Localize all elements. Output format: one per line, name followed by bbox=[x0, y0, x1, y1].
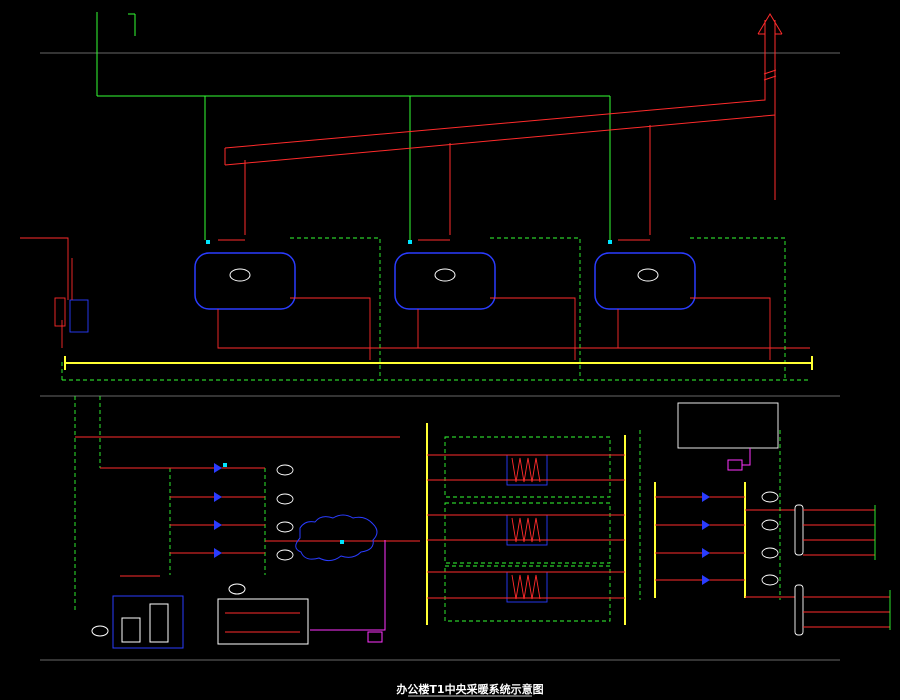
floor-lines bbox=[40, 52, 840, 661]
boiler-group bbox=[194, 252, 696, 310]
heat-exchanger-group bbox=[427, 436, 625, 622]
right-pump-bank bbox=[639, 402, 804, 636]
drawing-title: 办公楼T1中央采暖系统示意图 bbox=[396, 682, 543, 696]
vent-riser-left bbox=[96, 12, 611, 240]
distribution-branches bbox=[803, 505, 891, 630]
mid-headers bbox=[426, 423, 746, 625]
left-pump-bank bbox=[74, 396, 420, 610]
exchanger-1 bbox=[506, 454, 548, 486]
exchanger-2 bbox=[506, 514, 548, 546]
exchanger-3 bbox=[506, 571, 548, 603]
boiler-2 bbox=[394, 252, 496, 310]
boiler-1 bbox=[194, 252, 296, 310]
boiler-piping bbox=[61, 237, 810, 381]
makeup-water-unit bbox=[20, 237, 89, 333]
cyan-valves bbox=[206, 240, 612, 544]
water-treatment-unit bbox=[91, 575, 309, 649]
buffer-tank bbox=[295, 514, 378, 562]
boiler-3 bbox=[594, 252, 696, 310]
magenta-lines bbox=[310, 448, 751, 643]
flue-duct bbox=[224, 13, 783, 235]
supply-header bbox=[64, 356, 813, 370]
